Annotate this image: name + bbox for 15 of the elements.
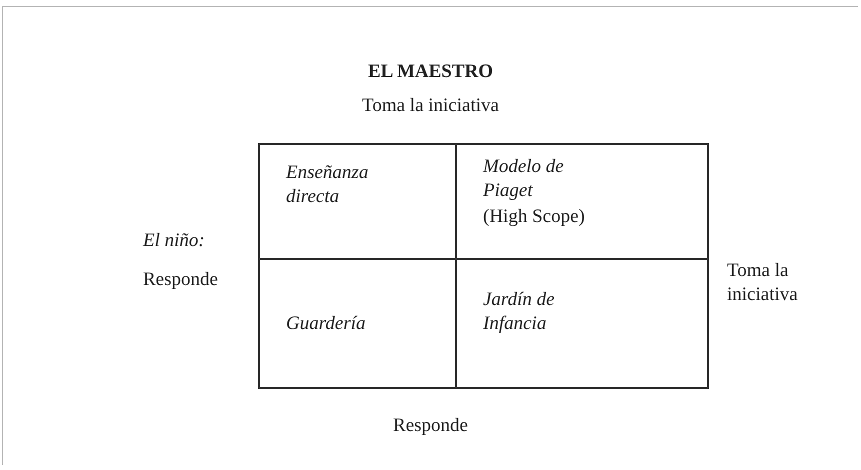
matrix-cell — [455, 258, 709, 389]
axis-label: Toma la iniciativa — [727, 259, 799, 307]
heading: EL MAESTRO — [366, 60, 494, 84]
axis-label: Responde — [143, 268, 218, 292]
matrix-cell — [258, 143, 457, 260]
matrix-cell — [258, 258, 457, 389]
axis-label: Toma la iniciativa — [361, 94, 500, 118]
matrix-cell — [455, 143, 709, 260]
axis-label: Responde — [392, 414, 469, 438]
cell-title: Modelo de Piaget — [483, 155, 565, 203]
cell-title: Enseñanza directa — [286, 161, 370, 209]
cell-title: Jardín de Infancia — [483, 288, 556, 336]
cell-title: Guardería — [286, 312, 367, 336]
axis-label: El niño: — [143, 229, 205, 253]
cell-note: (High Scope) — [483, 205, 586, 229]
